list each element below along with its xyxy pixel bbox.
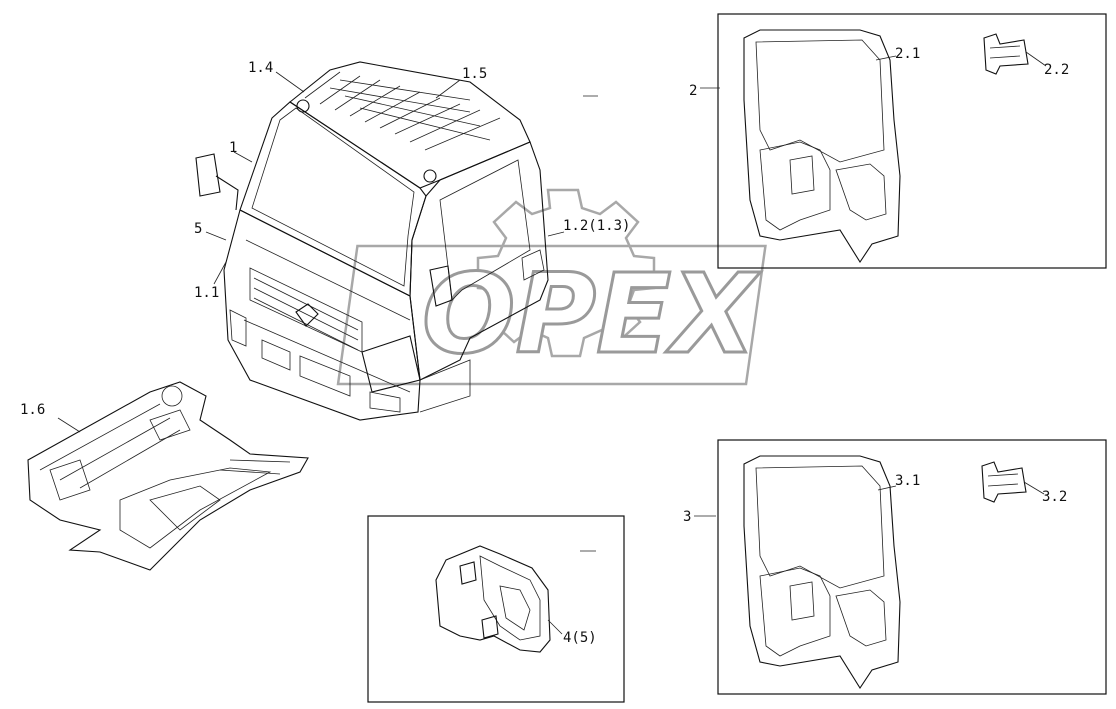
label-1-2: 1.2(1.3) <box>563 218 630 234</box>
truck-cab <box>195 61 549 421</box>
watermark-gear <box>476 188 656 358</box>
door-assembly-box-3 <box>717 439 1107 695</box>
hinge-3-2 <box>981 461 1027 503</box>
label-5: 5 <box>194 221 202 237</box>
label-3: 3 <box>683 509 691 525</box>
mirror-bracket-4 <box>435 545 551 653</box>
door-2 <box>743 29 901 264</box>
label-1-4: 1.4 <box>248 60 273 76</box>
door-assembly-box-2 <box>717 13 1107 269</box>
label-1-6: 1.6 <box>20 402 45 418</box>
label-2: 2 <box>689 83 697 99</box>
label-3-1: 3.1 <box>895 473 920 489</box>
hinge-2-2 <box>983 33 1029 75</box>
watermark-logo: OPEX <box>336 188 767 386</box>
label-2-2: 2.2 <box>1044 62 1069 78</box>
door-3 <box>743 455 901 690</box>
label-2-1: 2.1 <box>895 46 920 62</box>
mirror-bracket-box <box>367 515 625 703</box>
label-1-5: 1.5 <box>462 66 487 82</box>
label-4: 4(5) <box>563 630 597 646</box>
cab-floor-panel <box>27 381 309 571</box>
leader-lines <box>57 51 1047 635</box>
label-1: 1 <box>229 140 237 156</box>
label-3-2: 3.2 <box>1042 489 1067 505</box>
watermark-text: OPEX <box>422 250 761 378</box>
label-1-1: 1.1 <box>194 285 219 301</box>
